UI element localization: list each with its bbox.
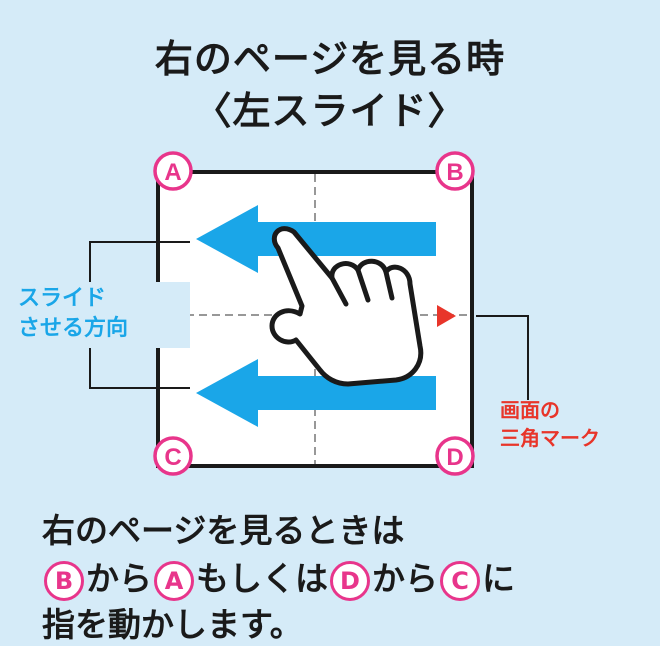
instruction-text-from-1: から: [86, 559, 152, 598]
bracket-label-backdrop: [70, 282, 190, 348]
pointing-hand-icon: [269, 226, 424, 387]
corner-c-label: C: [164, 444, 181, 471]
screen-mark-label-line-1: 画面の: [500, 398, 560, 422]
instruction-line-1: 右のページを見るときは: [42, 511, 405, 550]
screen-triangle-mark: [437, 305, 456, 327]
corner-c: C: [153, 436, 193, 476]
slide-direction-label-line-2: させる方向: [18, 316, 129, 341]
corner-a: A: [153, 151, 193, 191]
corner-c-badge: C: [440, 560, 480, 601]
instruction-text-or: もしくは: [196, 559, 328, 598]
corner-d-badge: D: [330, 560, 370, 601]
instruction-text-from-2: から: [372, 559, 438, 598]
corner-d: D: [435, 436, 475, 476]
screen-mark-label: 画面の 三角マーク: [500, 396, 600, 452]
corner-b-label: B: [446, 159, 463, 186]
corner-a-badge: A: [154, 560, 194, 601]
corner-b-badge: B: [44, 560, 84, 601]
screen-mark-label-line-2: 三角マーク: [500, 426, 600, 450]
mark-leader-line: [476, 315, 529, 400]
corner-a-label: A: [164, 159, 181, 186]
instruction-line-3: 指を動かします。: [42, 605, 303, 644]
slide-direction-label-line-1: スライド: [18, 286, 107, 311]
title-line-2: 〈左スライド〉: [193, 89, 467, 133]
slide-direction-label: スライド させる方向: [18, 284, 128, 344]
corner-d-label: D: [446, 444, 463, 471]
instruction-text-to: に: [482, 559, 515, 598]
title-line-1: 右のページを見る時: [154, 37, 506, 81]
corner-b: B: [435, 151, 475, 191]
